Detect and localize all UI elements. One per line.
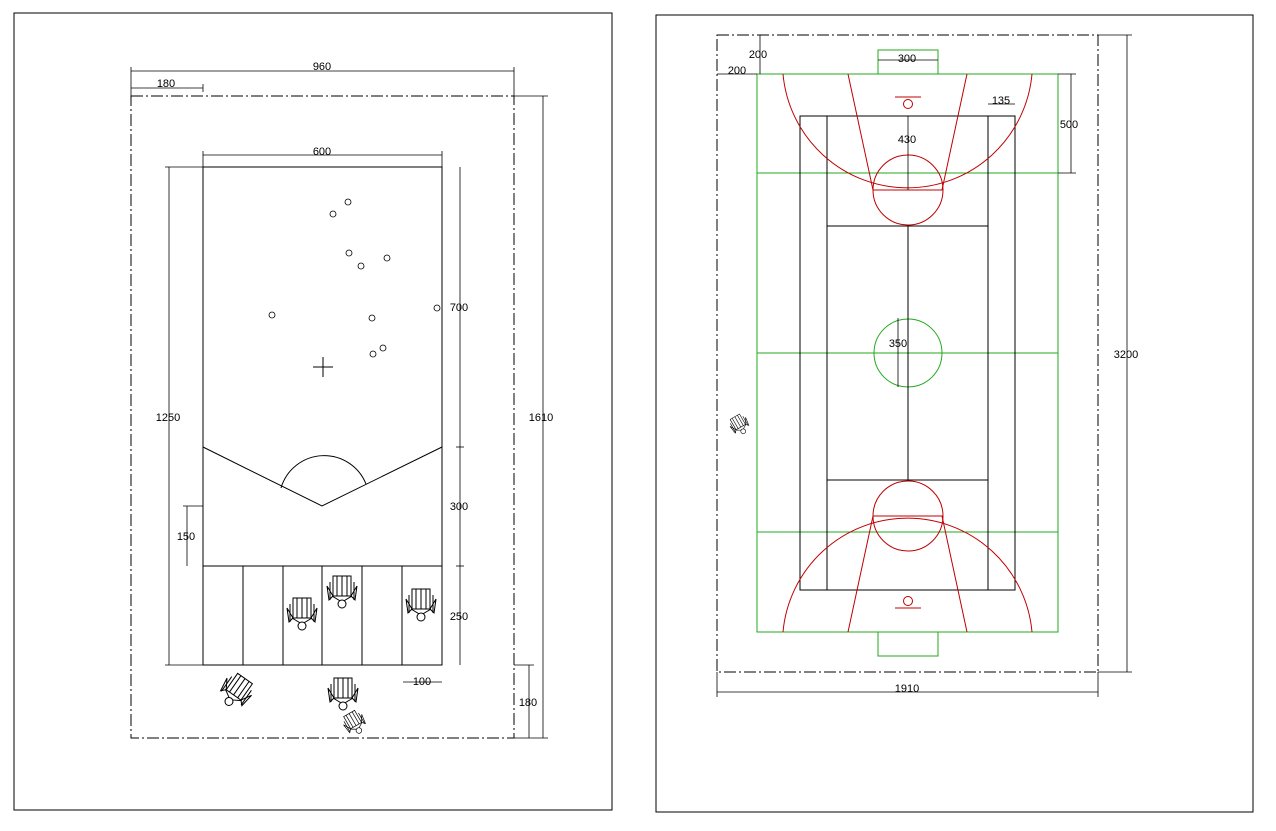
wheelchair-player-icon <box>339 707 370 739</box>
ball-markers <box>268 198 441 358</box>
dim-side-margin: 180 <box>157 78 175 90</box>
left-dimension-labels: 960 180 600 1250 1610 700 300 150 250 10… <box>156 61 553 709</box>
dim-goal-area-width: 300 <box>898 53 916 65</box>
dim-court-width: 600 <box>313 146 331 158</box>
bottom-goal-area <box>877 631 939 657</box>
ball-marker <box>268 311 276 319</box>
three-point-arc-bottom <box>782 517 1033 633</box>
left-frame <box>13 12 613 811</box>
dim-lane-zone: 250 <box>450 611 468 623</box>
wheelchair-player-icon <box>327 677 359 711</box>
dim-overall-length: 3200 <box>1114 349 1138 361</box>
right-drawing-sheet: 200 200 300 135 500 430 350 3200 1910 <box>655 14 1254 813</box>
wheelchair-player-icon <box>326 575 358 609</box>
key-top <box>847 73 968 191</box>
dim-overall-width: 960 <box>313 61 331 73</box>
right-dimensions <box>716 34 1132 697</box>
wheelchair-player-icon <box>213 669 258 714</box>
ball-marker <box>368 314 376 322</box>
dim-top-margin: 200 <box>749 49 767 61</box>
top-goal-area <box>877 49 939 75</box>
free-throw-circle-bottom <box>872 480 944 552</box>
right-dimension-labels: 200 200 300 135 500 430 350 3200 1910 <box>728 49 1138 695</box>
throw-line-v <box>202 446 443 507</box>
hoop-bottom <box>903 596 913 606</box>
dim-zone-depth: 500 <box>1060 119 1078 131</box>
dim-arc-offset: 150 <box>177 531 195 543</box>
ball-marker <box>369 350 377 358</box>
key-bottom <box>847 515 968 633</box>
ball-marker <box>383 254 391 262</box>
ball-marker <box>344 198 352 206</box>
dim-key-length: 430 <box>898 134 916 146</box>
throw-arc <box>280 455 367 489</box>
three-point-arc-top <box>782 73 1033 189</box>
dim-field-zone: 700 <box>450 302 468 314</box>
ball-marker <box>433 304 441 312</box>
ball-marker <box>357 262 365 270</box>
wheelchair-player-icon <box>405 588 437 622</box>
dim-overall-length: 1610 <box>529 412 553 424</box>
dim-key-offset: 135 <box>992 95 1010 107</box>
inner-court <box>799 115 1016 591</box>
dim-lane-width: 100 <box>413 676 431 688</box>
ball-marker <box>345 249 353 257</box>
dim-end-margin: 180 <box>519 697 537 709</box>
hoop-top <box>903 99 913 109</box>
ball-marker <box>379 344 387 352</box>
right-frame <box>655 14 1254 813</box>
left-boundary-dashdot <box>130 95 515 739</box>
ball-marker <box>329 210 337 218</box>
wheelchair-player-icon <box>726 411 753 439</box>
dim-center-circle: 350 <box>889 338 907 350</box>
left-dimensions <box>130 67 548 739</box>
dim-left-margin: 200 <box>728 65 746 77</box>
dim-throw-zone: 300 <box>450 501 468 513</box>
left-drawing-sheet: 960 180 600 1250 1610 700 300 150 250 10… <box>13 12 613 811</box>
dim-court-length: 1250 <box>156 412 180 424</box>
wheelchair-player-icon <box>286 597 318 631</box>
right-boundary-dashdot <box>716 34 1099 673</box>
dim-overall-width: 1910 <box>895 683 919 695</box>
inner-court-outline <box>799 115 1016 591</box>
